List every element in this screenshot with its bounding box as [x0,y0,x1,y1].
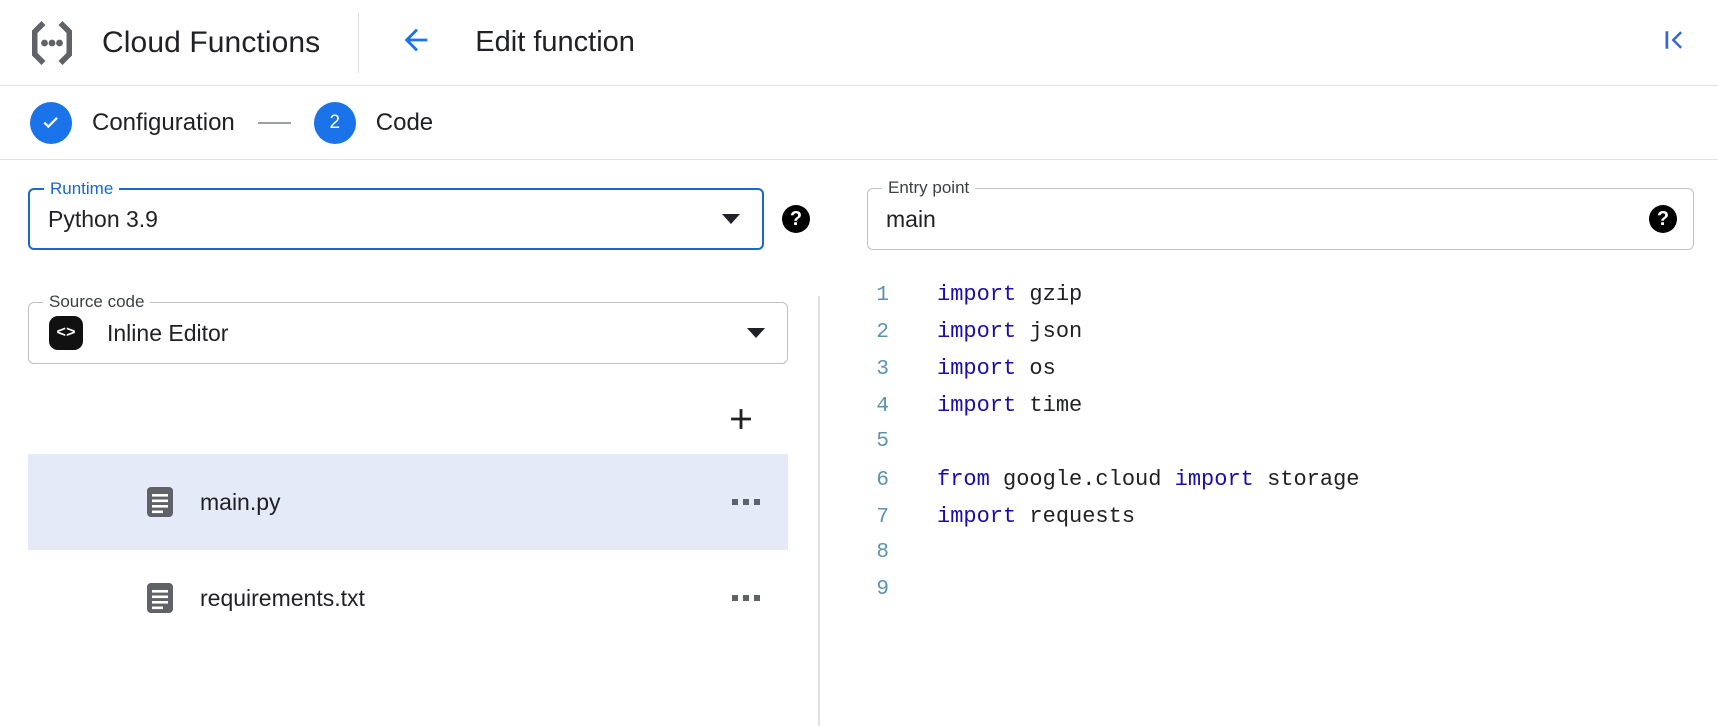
first-page-icon [1659,25,1689,60]
code-line: 9 [821,578,1718,615]
file-document-icon [146,582,174,614]
brand-title: Cloud Functions [102,25,321,59]
code-line-number: 7 [876,506,889,529]
left-panel: Runtime Python 3.9 ? Source code <> Inli… [0,160,820,726]
source-code-value: Inline Editor [107,319,229,346]
code-line-number: 4 [876,395,889,418]
code-line-number: 5 [876,430,889,453]
file-list-item-main-py[interactable]: main.py [28,454,788,550]
stepper-step-configuration[interactable]: Configuration [30,101,235,144]
code-line-text[interactable]: import time [937,393,1083,418]
brand[interactable]: Cloud Functions [0,15,320,71]
cloud-functions-logo-icon [24,15,80,71]
code-line-text[interactable]: from google.cloud import storage [937,467,1360,492]
stepper-separator [257,121,291,124]
column-divider [818,296,820,726]
code-brackets-icon: <> [49,316,83,350]
file-document-icon [146,486,174,518]
wizard-stepper: Configuration 2 Code [0,86,1718,160]
more-horizontal-icon[interactable] [728,491,764,513]
code-line-text[interactable]: import requests [937,504,1136,529]
collapse-panel-button[interactable] [1652,21,1696,65]
code-line-number: 6 [876,469,889,492]
code-line-text[interactable]: import json [937,319,1083,344]
entry-point-input[interactable]: Entry point main ? [867,178,1694,250]
entry-point-value[interactable]: main [886,205,936,232]
code-line: 2 import json [821,319,1718,356]
arrow-left-icon [399,23,433,62]
chevron-down-icon[interactable] [747,328,765,338]
file-name: requirements.txt [200,584,365,611]
runtime-value: Python 3.9 [48,205,158,232]
code-line: 3 import os [821,356,1718,393]
code-editor[interactable]: 1 import gzip 2 import json 3 import os 4 impor… [821,282,1718,726]
runtime-label: Runtime [44,179,120,199]
code-line: 8 [821,541,1718,578]
code-line: 5 [821,430,1718,467]
code-line-number: 2 [876,321,889,344]
source-code-row: Source code <> Inline Editor [28,292,788,364]
add-file-row [28,392,788,446]
add-file-button[interactable] [718,396,764,442]
code-line: 7 import requests [821,504,1718,541]
file-name: main.py [200,488,281,515]
step-label-configuration: Configuration [92,108,235,136]
step-marker-complete [30,101,72,144]
more-horizontal-icon[interactable] [728,587,764,609]
file-list-item-requirements-txt[interactable]: requirements.txt [28,550,788,646]
code-line: 1 import gzip [821,282,1718,319]
right-panel: Entry point main ? 1 import gzip 2 import j… [821,160,1718,726]
back-button[interactable] [395,22,437,64]
code-line-number: 8 [876,541,889,564]
chevron-down-icon[interactable] [722,214,740,224]
stepper-step-code[interactable]: 2 Code [313,101,434,144]
code-line: 4 import time [821,393,1718,430]
step-marker-active: 2 [313,101,356,144]
runtime-help-icon[interactable]: ? [782,205,810,233]
source-code-select[interactable]: Source code <> Inline Editor [28,292,788,364]
code-line-number: 1 [876,284,889,307]
app-bar: Cloud Functions Edit function [0,0,1718,86]
code-line-number: 3 [876,358,889,381]
step-label-code: Code [375,108,434,136]
entry-point-row: Entry point main ? [867,178,1694,250]
appbar-divider [358,12,360,73]
code-line-text[interactable]: import gzip [937,282,1083,307]
runtime-select[interactable]: Runtime Python 3.9 [28,179,764,250]
page-title: Edit function [475,26,635,58]
file-list: main.py requirements.txt [28,454,788,646]
entry-point-label: Entry point [882,178,976,198]
runtime-row: Runtime Python 3.9 ? [28,179,834,250]
code-line: 6 from google.cloud import storage [821,467,1718,504]
code-line-text[interactable]: import os [937,356,1056,381]
code-line-number: 9 [876,578,889,601]
entry-point-help-icon[interactable]: ? [1649,205,1677,233]
source-code-label: Source code [43,292,151,312]
body: Runtime Python 3.9 ? Source code <> Inli… [0,160,1718,726]
